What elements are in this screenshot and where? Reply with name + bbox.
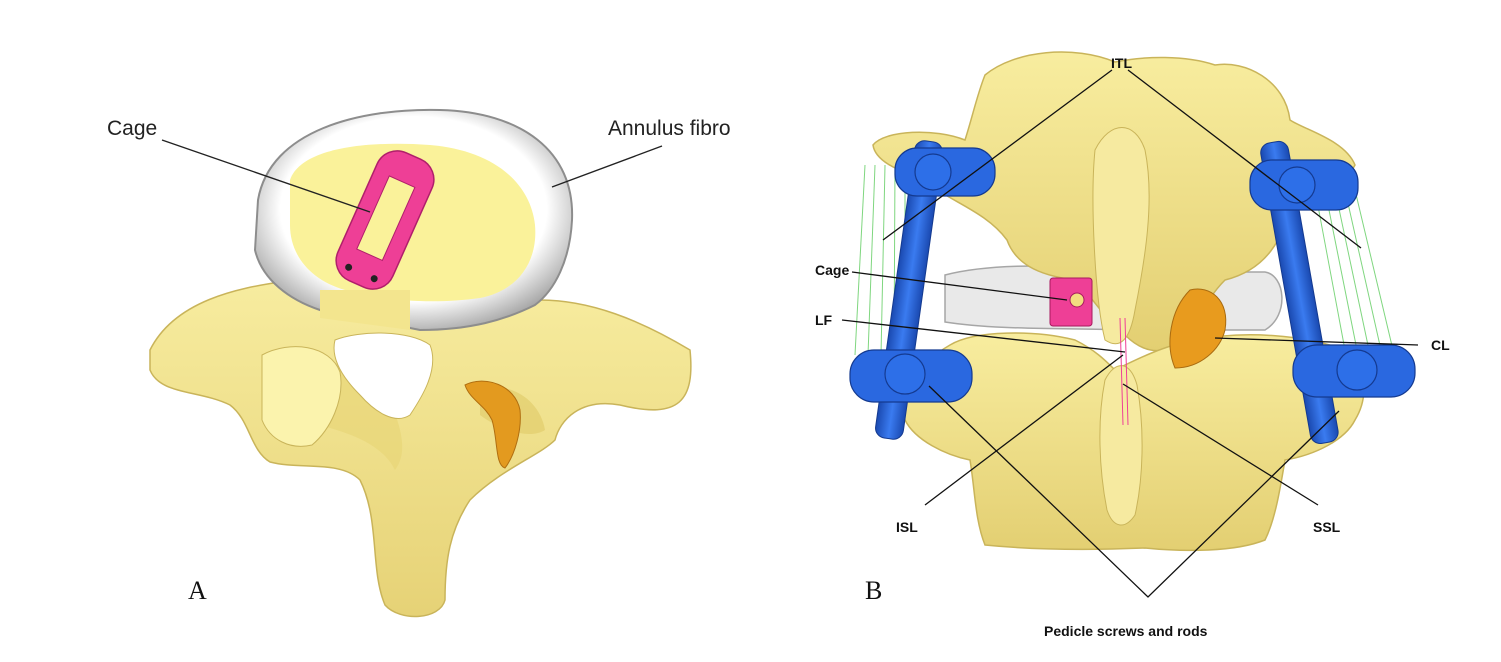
fixation-posterior-view-illustration — [745, 0, 1501, 662]
panel-a-top-view: Cage Annulus fibro A — [0, 0, 745, 662]
vertebra-top-view-illustration — [0, 0, 745, 662]
label-isl: ISL — [896, 519, 918, 535]
panel-b-posterior-view: ITL Cage LF CL ISL SSL Pedicle screws an… — [745, 0, 1501, 662]
label-cage-a: Cage — [107, 117, 157, 141]
label-lf: LF — [815, 312, 832, 328]
label-pedicle-screws-and-rods: Pedicle screws and rods — [1044, 623, 1207, 639]
panel-letter-b: B — [865, 576, 882, 606]
label-itl: ITL — [1111, 55, 1132, 71]
ligament-lines-right — [1315, 190, 1393, 350]
left-lower-screw-head — [850, 350, 972, 402]
label-annulus-fibrosus: Annulus fibro — [608, 117, 731, 141]
label-cl: CL — [1431, 337, 1450, 353]
panel-letter-a: A — [188, 576, 207, 606]
cage-implant-b — [1050, 278, 1092, 326]
right-upper-screw-head — [1250, 160, 1358, 210]
label-ssl: SSL — [1313, 519, 1340, 535]
annulus-leader-line — [552, 146, 662, 187]
right-lower-screw-head — [1293, 345, 1415, 397]
left-upper-screw-head — [895, 148, 995, 196]
vertebra-body-outline — [150, 282, 691, 616]
label-cage-b: Cage — [815, 262, 849, 278]
